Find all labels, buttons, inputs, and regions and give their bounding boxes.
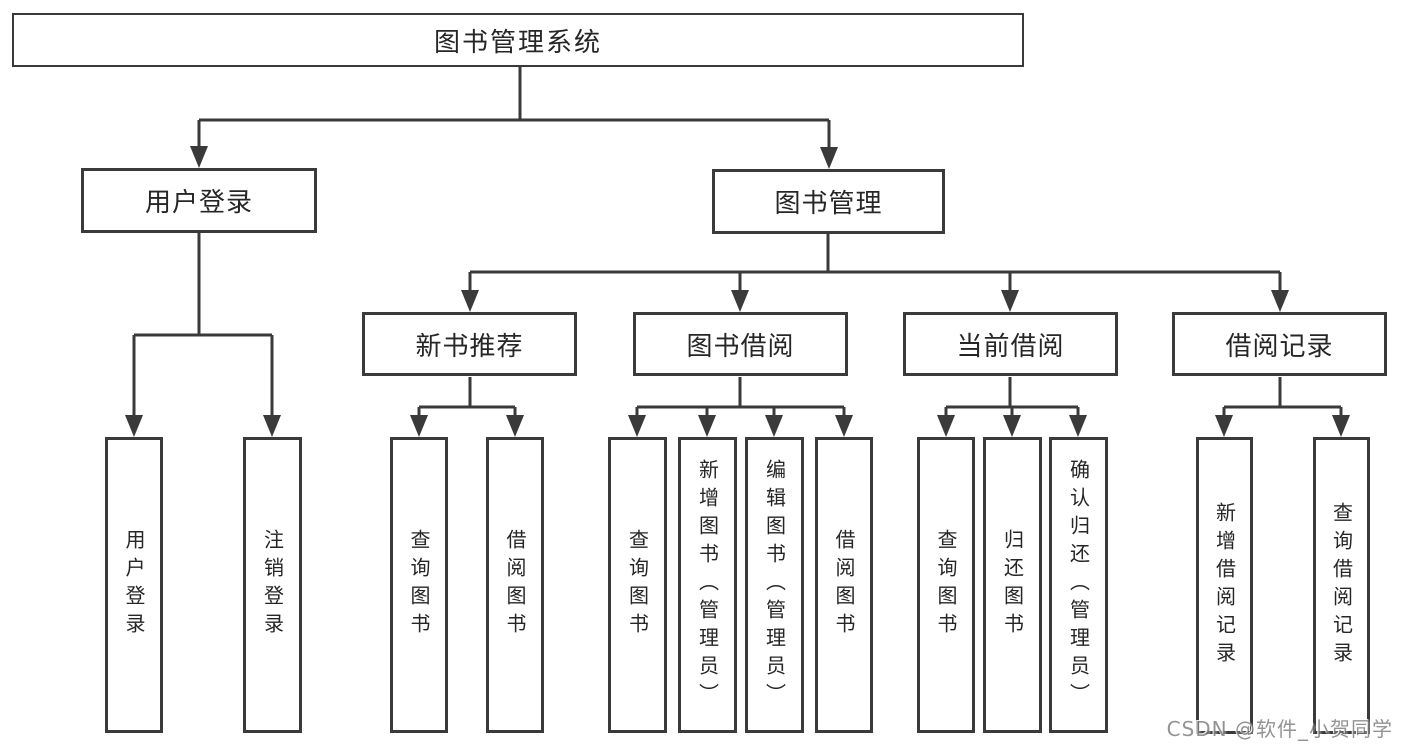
node-query-borrow-record-label: 查询借阅记录 [1329, 501, 1354, 670]
node-borrow-books-1-label: 借阅图书 [503, 529, 527, 641]
node-logout-leaf-label: 注销登录 [260, 529, 285, 641]
node-user-login-leaf-label: 用户登录 [122, 529, 146, 641]
node-add-borrow-record: 新增借阅记录 [1196, 437, 1253, 734]
node-query-books-2: 查询图书 [608, 437, 667, 733]
node-module-current-borrow-label: 当前借阅 [956, 331, 1065, 362]
node-add-books-admin-label: 新增图书（管理员） [695, 459, 720, 711]
node-query-books-3: 查询图书 [917, 437, 975, 733]
node-query-books-1: 查询图书 [390, 437, 448, 733]
node-query-borrow-record: 查询借阅记录 [1313, 437, 1370, 734]
node-module-book-borrow: 图书借阅 [633, 312, 848, 376]
node-query-books-3-label: 查询图书 [934, 529, 958, 641]
node-return-books-label: 归还图书 [1000, 529, 1025, 641]
node-user-login: 用户登录 [81, 168, 317, 233]
node-logout-leaf: 注销登录 [243, 437, 302, 733]
node-confirm-return-admin-label: 确认归还（管理员） [1066, 459, 1091, 711]
node-query-books-2-label: 查询图书 [625, 529, 650, 641]
node-module-new-books-label: 新书推荐 [415, 331, 524, 362]
node-query-books-1-label: 查询图书 [407, 529, 431, 641]
node-module-book-borrow-label: 图书借阅 [686, 331, 795, 362]
node-borrow-books-1: 借阅图书 [486, 437, 544, 733]
node-edit-books-admin: 编辑图书（管理员） [745, 437, 804, 733]
node-user-login-label: 用户登录 [144, 188, 253, 218]
node-confirm-return-admin: 确认归还（管理员） [1049, 437, 1108, 733]
node-user-login-leaf: 用户登录 [105, 437, 163, 733]
node-module-new-books: 新书推荐 [362, 312, 577, 376]
arrowheads [125, 146, 1350, 437]
node-module-current-borrow: 当前借阅 [903, 312, 1118, 376]
node-add-borrow-record-label: 新增借阅记录 [1212, 501, 1237, 670]
node-book-management-label: 图书管理 [774, 189, 883, 219]
node-return-books: 归还图书 [983, 437, 1042, 733]
node-add-books-admin: 新增图书（管理员） [678, 437, 737, 733]
node-borrow-books-2: 借阅图书 [815, 437, 873, 733]
watermark-text: CSDN @软件_小贺同学 [1166, 717, 1393, 741]
node-edit-books-admin-label: 编辑图书（管理员） [762, 459, 787, 711]
node-borrow-books-2-label: 借阅图书 [832, 529, 856, 641]
node-book-management: 图书管理 [712, 169, 945, 234]
node-module-borrow-records-label: 借阅记录 [1225, 331, 1334, 362]
node-module-borrow-records: 借阅记录 [1172, 312, 1387, 376]
node-root-label: 图书管理系统 [433, 27, 602, 58]
node-root: 图书管理系统 [12, 13, 1024, 67]
